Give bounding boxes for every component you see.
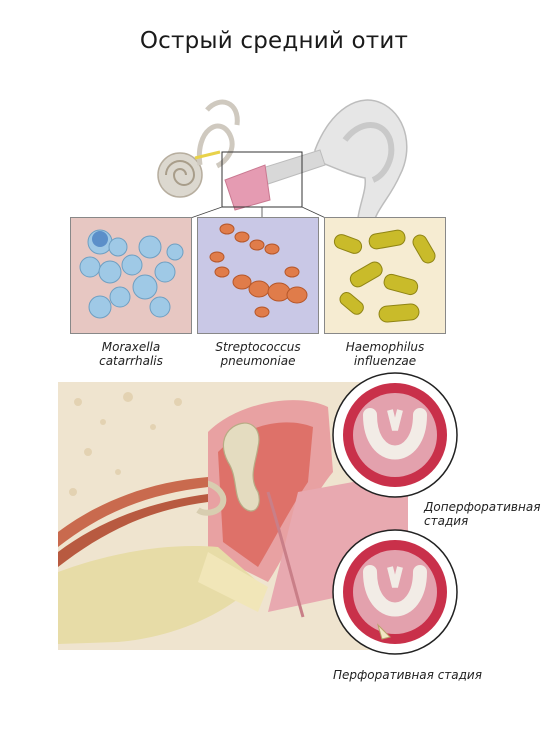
- ear-anatomy-illustration: [157, 99, 408, 232]
- haemophilus-panel: [324, 217, 446, 334]
- streptococcus-panel: [197, 217, 319, 334]
- eardrum-perforative-illustration: [332, 529, 458, 655]
- diagram-title: Острый средний отит: [139, 28, 409, 54]
- stage-label-perforative: Перфоративная стадия: [333, 668, 482, 682]
- bacteria-label-moraxella: Moraxella catarrhalis: [99, 340, 163, 368]
- bacteria-label-streptococcus: Streptococcus pneumoniae: [215, 340, 301, 368]
- eardrum-preperforative-illustration: [332, 372, 458, 498]
- stage-label-preperforative: Доперфоративная стадия: [424, 500, 541, 528]
- bacteria-label-haemophilus: Haemophilus influenzae: [345, 340, 425, 368]
- moraxella-panel: [70, 217, 192, 334]
